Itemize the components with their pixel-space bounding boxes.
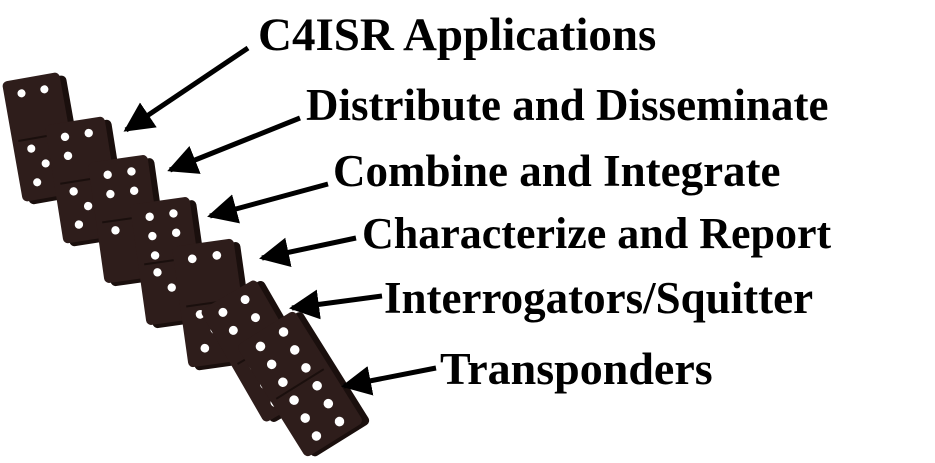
layer-label-combine-integrate: Combine and Integrate <box>333 146 781 196</box>
arrow-2 <box>167 115 301 174</box>
domino-pip <box>84 128 93 138</box>
domino-divider <box>275 368 325 400</box>
domino-pip <box>278 327 289 337</box>
domino-pip <box>40 85 49 94</box>
domino-pip <box>278 377 288 388</box>
domino-pip <box>33 178 42 187</box>
domino-pip <box>255 341 266 352</box>
arrow-4 <box>259 235 357 268</box>
layer-label-distribute-disseminate: Distribute and Disseminate <box>306 80 829 130</box>
layer-label-interrogators-squitter: Interrogators/Squitter <box>384 273 814 323</box>
domino-pip <box>41 159 50 168</box>
domino-pip <box>240 295 250 305</box>
domino-pip <box>251 313 260 323</box>
domino-pip <box>60 132 70 142</box>
domino-pip <box>153 268 162 277</box>
domino-pip <box>311 431 322 441</box>
domino-pip <box>145 212 154 221</box>
domino-pip <box>69 187 78 196</box>
domino-pip <box>301 363 311 373</box>
domino-falling-2 <box>238 311 370 457</box>
domino-pip <box>106 189 115 199</box>
arrow-3 <box>207 181 329 224</box>
domino-pip <box>17 89 26 98</box>
domino-pip <box>266 359 277 370</box>
arrow-5 <box>289 289 383 320</box>
domino-pip <box>212 251 222 260</box>
domino-pip <box>103 170 112 179</box>
domino-pip <box>129 186 139 195</box>
domino-pip <box>150 251 160 260</box>
domino-pip <box>27 144 36 153</box>
domino-pip <box>187 254 197 264</box>
domino-pip <box>218 307 228 317</box>
domino-pip <box>300 413 311 423</box>
domino-pip <box>312 380 322 391</box>
domino-pip <box>74 220 84 229</box>
domino-pip <box>169 209 178 218</box>
layer-label-characterize-report: Characterize and Report <box>362 209 832 258</box>
domino-pip <box>83 201 93 211</box>
domino-pip <box>127 167 136 176</box>
layer-label-transponders: Transponders <box>440 343 713 394</box>
arrow-1 <box>123 45 250 133</box>
arrow-6 <box>341 365 437 396</box>
layer-label-c4isr-applications: C4ISR Applications <box>258 9 657 61</box>
domino-pip <box>289 345 300 355</box>
domino-pip <box>289 395 299 405</box>
domino-pip <box>200 343 210 353</box>
domino-pip <box>63 151 73 161</box>
domino-pip <box>167 283 176 292</box>
domino-pip <box>171 228 181 237</box>
domino-pip <box>323 398 334 409</box>
domino-pip <box>334 416 345 427</box>
domino-pip <box>228 325 238 335</box>
domino-pip <box>148 231 157 241</box>
domino-pip <box>111 226 120 235</box>
